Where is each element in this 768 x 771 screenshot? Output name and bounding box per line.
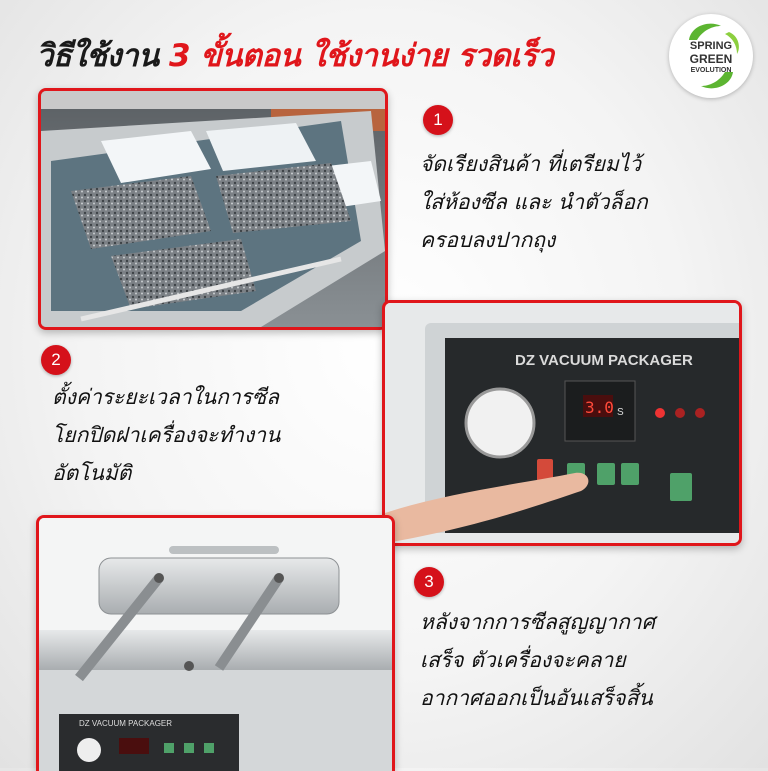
- timer-display: 3.0: [585, 398, 614, 417]
- step-1-line: ครอบลงปากถุง: [420, 228, 556, 252]
- title-part-3: ใช้งานง่าย รวดเร็ว: [310, 38, 554, 74]
- photo-vacuum-machine: DZ VACUUM PACKAGER: [36, 515, 395, 771]
- brand-logo: SPRING GREEN EVOLUTION: [669, 14, 753, 98]
- step-3-badge: 3: [414, 567, 444, 597]
- step-1-badge: 1: [423, 105, 453, 135]
- timer-unit: S: [617, 407, 624, 418]
- step-3-line: เสร็จ ตัวเครื่องจะคลาย: [420, 648, 626, 672]
- title-part-2: 3 ขั้นตอน: [169, 38, 301, 74]
- machine-brand: DZ VACUUM PACKAGER: [79, 719, 172, 728]
- logo-line-2: GREEN: [689, 52, 733, 66]
- step-2-line: อัตโนมัติ: [52, 461, 132, 485]
- page-title: วิธีใช้งาน 3 ขั้นตอน ใช้งานง่าย รวดเร็ว: [36, 30, 554, 80]
- step-1-description: จัดเรียงสินค้า ที่เตรียมไว้ ใส่ห้องซีล แ…: [420, 145, 648, 259]
- photo-sealing-chamber: [38, 88, 388, 330]
- title-part-1: วิธีใช้งาน: [36, 38, 159, 74]
- logo-line-3: EVOLUTION: [690, 67, 732, 74]
- logo-line-1: SPRING: [689, 40, 733, 52]
- panel-brand: DZ VACUUM PACKAGER: [515, 352, 693, 369]
- step-3-line: อากาศออกเป็นอันเสร็จสิ้น: [420, 686, 653, 710]
- step-3-line: หลังจากการซีลสูญญากาศ: [420, 610, 655, 634]
- step-1-line: จัดเรียงสินค้า ที่เตรียมไว้: [420, 152, 642, 176]
- step-2-line: ตั้งค่าระยะเวลาในการซีล: [52, 385, 280, 409]
- step-2-line: โยกปิดฝาเครื่องจะทำงาน: [52, 423, 281, 447]
- step-1-line: ใส่ห้องซีล และ นำตัวล็อก: [420, 190, 648, 214]
- leaf-icon: [689, 23, 739, 89]
- step-2-description: ตั้งค่าระยะเวลาในการซีล โยกปิดฝาเครื่องจ…: [52, 378, 280, 492]
- step-2-badge: 2: [41, 345, 71, 375]
- step-3-description: หลังจากการซีลสูญญากาศ เสร็จ ตัวเครื่องจะ…: [420, 603, 655, 717]
- photo-control-panel: DZ VACUUM PACKAGER 3.0 S: [382, 300, 742, 546]
